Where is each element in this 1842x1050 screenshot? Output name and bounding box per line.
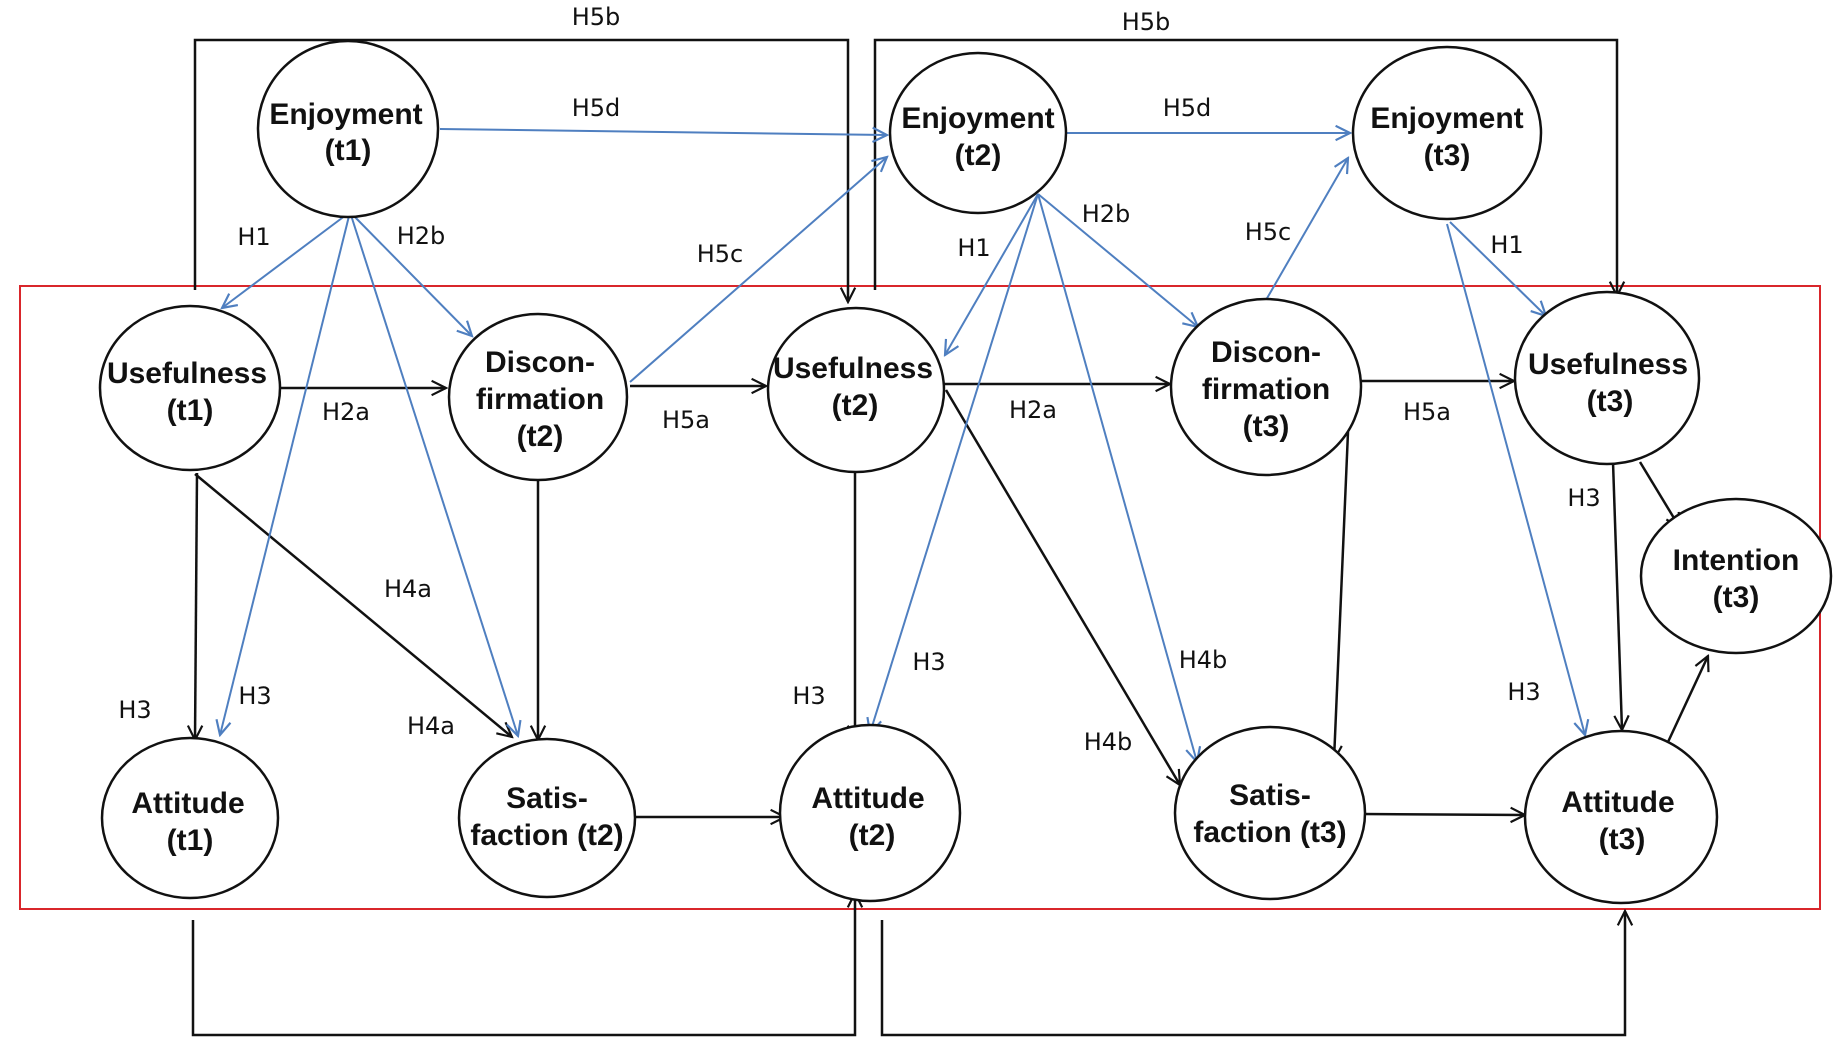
node-label-usefulness-t1-line1: Usefulness: [107, 357, 267, 390]
edge-label-h3-4: H3: [792, 682, 825, 710]
edge-label-h2a-2: H2a: [1009, 396, 1057, 424]
node-label-intention-t3-line2: (t3): [1713, 581, 1760, 614]
edge-label-h5c-2: H5c: [1245, 218, 1292, 246]
edge-label-h2b-2: H2b: [1082, 200, 1131, 228]
edge-h5c-2: [1265, 158, 1348, 301]
edge-h5b-1: [193, 38, 848, 302]
node-enjoyment-t2: [888, 51, 1068, 215]
edge-enjoy-t1-sat-t2: [349, 211, 518, 736]
node-label-attitude-t2-line1: Attitude: [811, 782, 924, 815]
edge-discon-sat-t3: [1334, 431, 1350, 760]
node-label-enjoyment-t3-line2: (t3): [1424, 139, 1471, 172]
edge-label-h5d-1: H5d: [572, 94, 621, 122]
edge-label-h2b-1: H2b: [397, 222, 446, 250]
node-label-attitude-t2-line2: (t2): [849, 819, 896, 852]
edge-h2b-1: [349, 211, 472, 336]
edge-label-h1-1: H1: [237, 223, 270, 251]
node-label-disconfirmation-t3-line2: firmation: [1202, 373, 1330, 406]
node-label-attitude-t1-line1: Attitude: [131, 787, 244, 820]
node-attitude-t2: [778, 723, 962, 903]
edge-label-h2a-1: H2a: [322, 398, 370, 426]
node-label-attitude-t1-line2: (t1): [167, 824, 214, 857]
edge-h3-enjoy-att-t2: [870, 193, 1039, 733]
edge-attitude-t2-to-t3: [880, 911, 1625, 1037]
node-label-disconfirmation-t3-line1: Discon-: [1211, 336, 1321, 369]
node-usefulness-t3: [1513, 290, 1701, 466]
node-satisfaction-t3: [1173, 725, 1367, 901]
edge-label-h3-2: H3: [238, 682, 271, 710]
edge-h5c-1: [629, 157, 887, 383]
edge-label-h5d-2: H5d: [1163, 94, 1212, 122]
edge-label-h3-5: H3: [912, 648, 945, 676]
node-attitude-t1: [100, 736, 280, 900]
node-label-enjoyment-t3-line1: Enjoyment: [1370, 102, 1523, 135]
edge-h4b: [944, 389, 1180, 785]
edge-h1-3: [1449, 221, 1546, 316]
edge-label-h4b-1: H4b: [1179, 646, 1228, 674]
edge-h1-2: [945, 193, 1039, 355]
node-label-satisfaction-t3-line2: faction (t3): [1193, 816, 1346, 849]
edge-h1-1: [222, 211, 351, 308]
edge-h4b-enjoy: [1037, 193, 1197, 762]
node-label-satisfaction-t2-line2: faction (t2): [470, 819, 623, 852]
node-label-satisfaction-t2-line1: Satis-: [506, 782, 588, 815]
node-label-usefulness-t3-line1: Usefulness: [1528, 348, 1688, 381]
edge-h3-useful-att-t1: [195, 472, 197, 740]
edge-label-h5c-1: H5c: [697, 240, 744, 268]
node-enjoyment-t3: [1351, 45, 1543, 221]
node-label-disconfirmation-t2-line2: firmation: [476, 383, 604, 416]
node-label-disconfirmation-t2-line1: Discon-: [485, 346, 595, 379]
edge-h3-enjoy-att-t1: [220, 211, 351, 735]
edge-label-h3-6: H3: [1507, 678, 1540, 706]
node-disconfirmation-t3: [1169, 297, 1363, 477]
node-usefulness-t1: [98, 304, 282, 472]
node-satisfaction-t2: [457, 737, 637, 899]
node-label-usefulness-t2-line1: Usefulness: [773, 352, 933, 385]
node-enjoyment-t1: [256, 39, 440, 219]
node-label-intention-t3-line1: Intention: [1673, 544, 1800, 577]
edge-label-h4b-2: H4b: [1084, 728, 1133, 756]
edge-label-h1-3: H1: [1490, 231, 1523, 259]
node-label-enjoyment-t1-line1: Enjoyment: [269, 98, 422, 131]
node-label-disconfirmation-t3-line3: (t3): [1243, 410, 1290, 443]
edge-sat-t3-to-att-t3: [1361, 814, 1525, 815]
edge-label-h5b-1: H5b: [572, 3, 621, 31]
edge-label-h1-2: H1: [957, 234, 990, 262]
node-label-attitude-t3-line1: Attitude: [1561, 786, 1674, 819]
node-label-attitude-t3-line2: (t3): [1599, 823, 1646, 856]
node-label-disconfirmation-t2-line3: (t2): [517, 420, 564, 453]
edge-label-h5a-2: H5a: [1403, 398, 1451, 426]
edge-h4a: [194, 473, 512, 737]
edge-label-h3-3: H3: [1567, 484, 1600, 512]
edge-h2b-2: [1037, 193, 1198, 327]
edge-label-h4a-1: H4a: [384, 575, 432, 603]
node-usefulness-t2: [766, 306, 946, 474]
node-disconfirmation-t2: [447, 312, 629, 482]
node-label-usefulness-t1-line2: (t1): [167, 394, 214, 427]
edge-h3-useful-att-t3: [1611, 461, 1622, 730]
node-label-satisfaction-t3-line1: Satis-: [1229, 779, 1311, 812]
node-label-enjoyment-t2-line1: Enjoyment: [901, 102, 1054, 135]
edge-label-h5b-2: H5b: [1122, 8, 1171, 36]
node-attitude-t3: [1523, 729, 1719, 905]
edge-attitude-t1-to-t2: [191, 893, 855, 1037]
node-intention-t3: [1639, 497, 1833, 655]
edge-label-h4a-2: H4a: [407, 712, 455, 740]
edge-att-to-intention: [1666, 656, 1708, 743]
edge-h3-enjoy-att-t3: [1446, 223, 1585, 735]
edge-label-h3-1: H3: [118, 696, 151, 724]
node-label-enjoyment-t1-line2: (t1): [325, 134, 372, 167]
edge-label-h5a-1: H5a: [662, 406, 710, 434]
node-label-enjoyment-t2-line2: (t2): [955, 139, 1002, 172]
node-label-usefulness-t2-line2: (t2): [832, 389, 879, 422]
edge-h5d-1: [439, 129, 887, 135]
node-label-usefulness-t3-line2: (t3): [1587, 385, 1634, 418]
